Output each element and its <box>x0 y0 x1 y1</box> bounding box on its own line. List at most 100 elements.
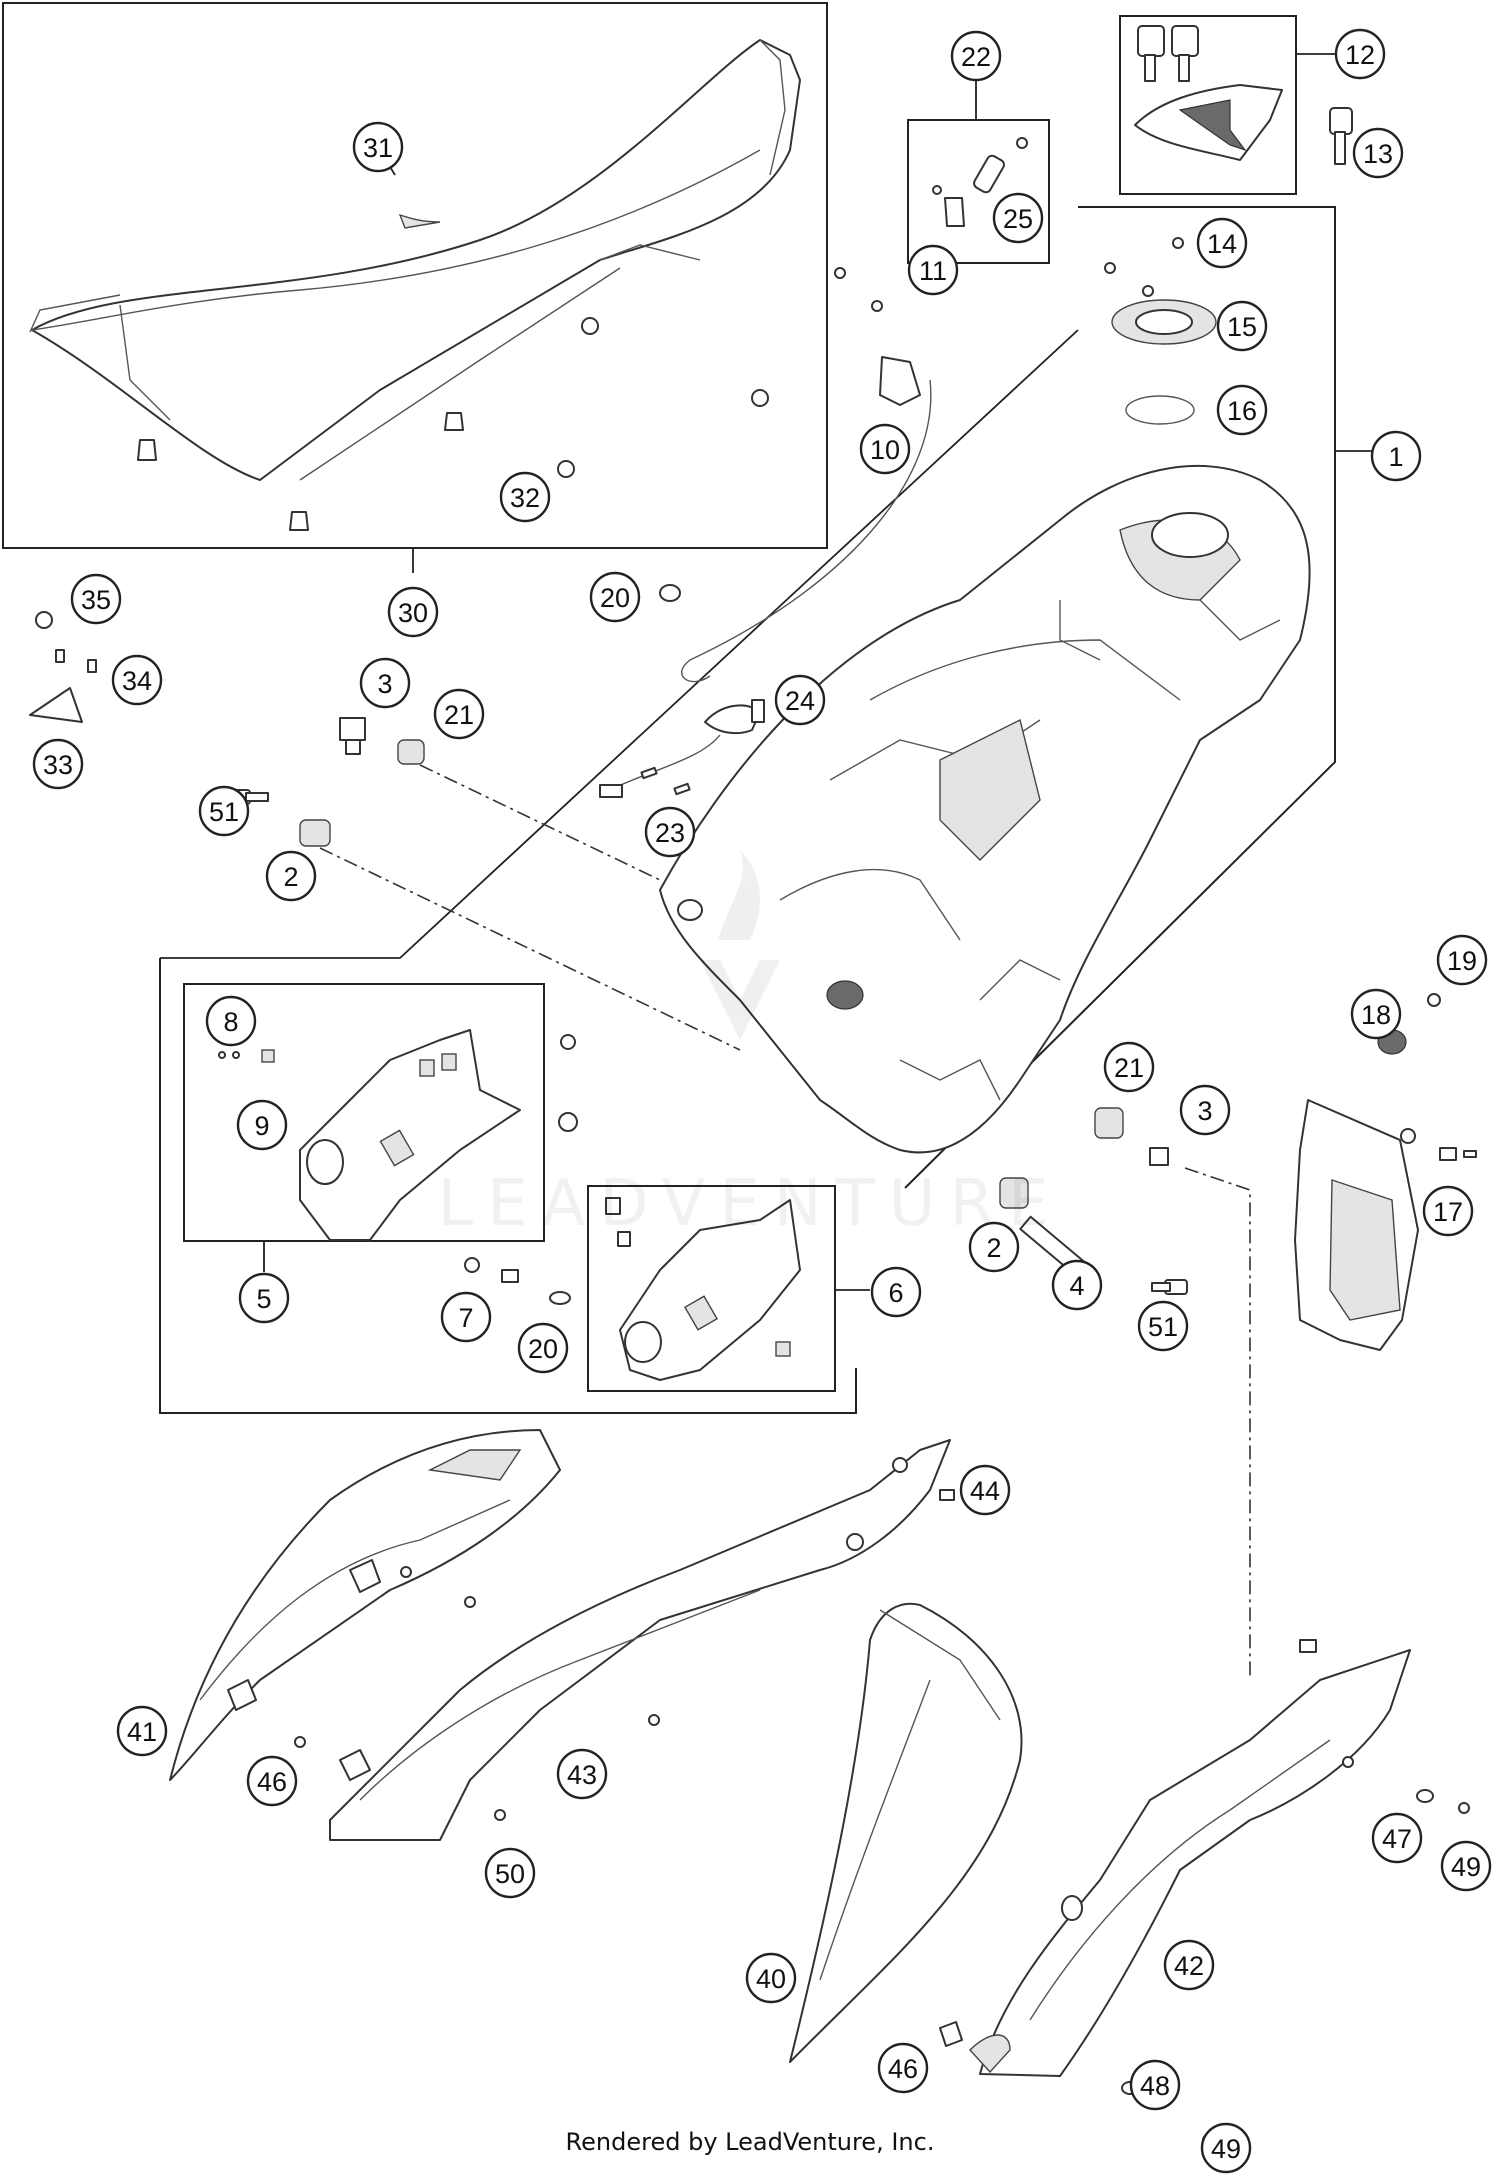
callout-label: 44 <box>970 1476 1000 1506</box>
callout-13: 13 <box>1352 127 1404 179</box>
guard-left <box>218 1029 578 1305</box>
callout-label: 19 <box>1447 946 1477 976</box>
callout-35: 35 <box>70 573 122 625</box>
right-side-panel <box>939 1639 1470 2146</box>
callout-label: 9 <box>254 1111 269 1141</box>
callout-circle <box>1371 1812 1423 1864</box>
callout-40: 40 <box>745 1952 797 2004</box>
callout-circle <box>359 657 411 709</box>
callout-circle <box>1352 127 1404 179</box>
callout-2a: 2 <box>265 850 317 902</box>
callout-label: 41 <box>127 1717 157 1747</box>
callout-34: 34 <box>111 654 163 706</box>
callout-label: 25 <box>1003 204 1033 234</box>
callout-circle <box>205 995 257 1047</box>
callout-circle <box>1196 217 1248 269</box>
callout-6: 6 <box>870 1266 922 1318</box>
callout-circle <box>877 2042 929 2094</box>
callout-label: 8 <box>223 1007 238 1037</box>
callout-20a: 20 <box>589 571 641 623</box>
callout-circle <box>644 806 696 858</box>
callout-label: 5 <box>256 1284 271 1314</box>
callout-circle <box>959 1464 1011 1516</box>
callout-circle <box>238 1272 290 1324</box>
callout-circle <box>745 1952 797 2004</box>
callout-label: 43 <box>567 1760 597 1790</box>
callout-47: 47 <box>1371 1812 1423 1864</box>
watermark-logo <box>700 850 780 1040</box>
callout-42: 42 <box>1163 1939 1215 1991</box>
callout-circle <box>1163 1939 1215 1991</box>
callout-label: 24 <box>785 686 815 716</box>
callout-circle <box>484 1847 536 1899</box>
callout-label: 23 <box>655 818 685 848</box>
callout-label: 20 <box>600 583 630 613</box>
callout-circle <box>198 785 250 837</box>
callout-label: 46 <box>888 2054 918 2084</box>
callout-circle <box>1103 1041 1155 1093</box>
callout-14: 14 <box>1196 217 1248 269</box>
callout-2b: 2 <box>968 1221 1020 1273</box>
callout-label: 16 <box>1227 396 1257 426</box>
mount-axis-lower <box>319 847 741 1051</box>
callout-22: 22 <box>950 30 1002 82</box>
callout-circle <box>352 121 404 173</box>
callout-label: 12 <box>1345 40 1375 70</box>
callout-label: 47 <box>1382 1824 1412 1854</box>
callout-43: 43 <box>556 1748 608 1800</box>
callout-49a: 49 <box>1440 1840 1492 1892</box>
callout-10: 10 <box>859 423 911 475</box>
callout-19: 19 <box>1436 934 1488 986</box>
lock-group-frame <box>907 119 1050 264</box>
callout-circle <box>859 423 911 475</box>
fuel-tank <box>659 464 1311 1154</box>
callout-label: 11 <box>919 256 947 286</box>
callout-circle <box>1129 2059 1181 2111</box>
callout-label: 31 <box>363 133 393 163</box>
callout-label: 51 <box>209 797 239 827</box>
callout-46b: 46 <box>877 2042 929 2094</box>
callout-circle <box>246 1755 298 1807</box>
callout-label: 10 <box>870 435 900 465</box>
callout-circle <box>1200 2122 1252 2174</box>
callout-46a: 46 <box>246 1755 298 1807</box>
callout-circle <box>1179 1084 1231 1136</box>
callout-circle <box>236 1099 288 1151</box>
callout-3b: 3 <box>1179 1084 1231 1136</box>
callout-51a: 51 <box>198 785 250 837</box>
callout-4: 4 <box>1051 1259 1103 1311</box>
callout-circle <box>517 1322 569 1374</box>
mount-axis-upper <box>419 764 661 881</box>
callout-49b: 49 <box>1200 2122 1252 2174</box>
callout-circle <box>589 571 641 623</box>
callout-label: 51 <box>1148 1312 1178 1342</box>
callout-21b: 21 <box>1103 1041 1155 1093</box>
callout-circle <box>1440 1840 1492 1892</box>
callout-3a: 3 <box>359 657 411 709</box>
callout-circle <box>1051 1259 1103 1311</box>
bracket-33 <box>29 611 97 723</box>
callout-circle <box>265 850 317 902</box>
callout-32: 32 <box>499 471 551 523</box>
callout-label: 20 <box>528 1334 558 1364</box>
mudguard <box>1294 993 1477 1351</box>
callout-circle <box>968 1221 1020 1273</box>
seat-illustration <box>29 39 801 481</box>
callout-30: 30 <box>387 586 439 638</box>
tank-group-diagonal <box>160 329 1079 959</box>
callout-circle <box>111 654 163 706</box>
callout-44: 44 <box>959 1464 1011 1516</box>
callout-label: 21 <box>444 700 474 730</box>
guard-assembly-frame <box>159 958 857 1414</box>
callout-label: 1 <box>1388 442 1403 472</box>
watermark: LEADVENTURE <box>438 1167 1063 1241</box>
callout-circle <box>1370 430 1422 482</box>
lock-parts <box>932 137 1028 227</box>
callout-label: 49 <box>1451 1852 1481 1882</box>
callout-circle <box>950 30 1002 82</box>
footer-credit: Rendered by LeadVenture, Inc. <box>566 2128 935 2156</box>
callout-label: 3 <box>377 669 392 699</box>
callout-circle <box>556 1748 608 1800</box>
left-side-panel <box>294 1439 955 1841</box>
callout-circle <box>870 1266 922 1318</box>
